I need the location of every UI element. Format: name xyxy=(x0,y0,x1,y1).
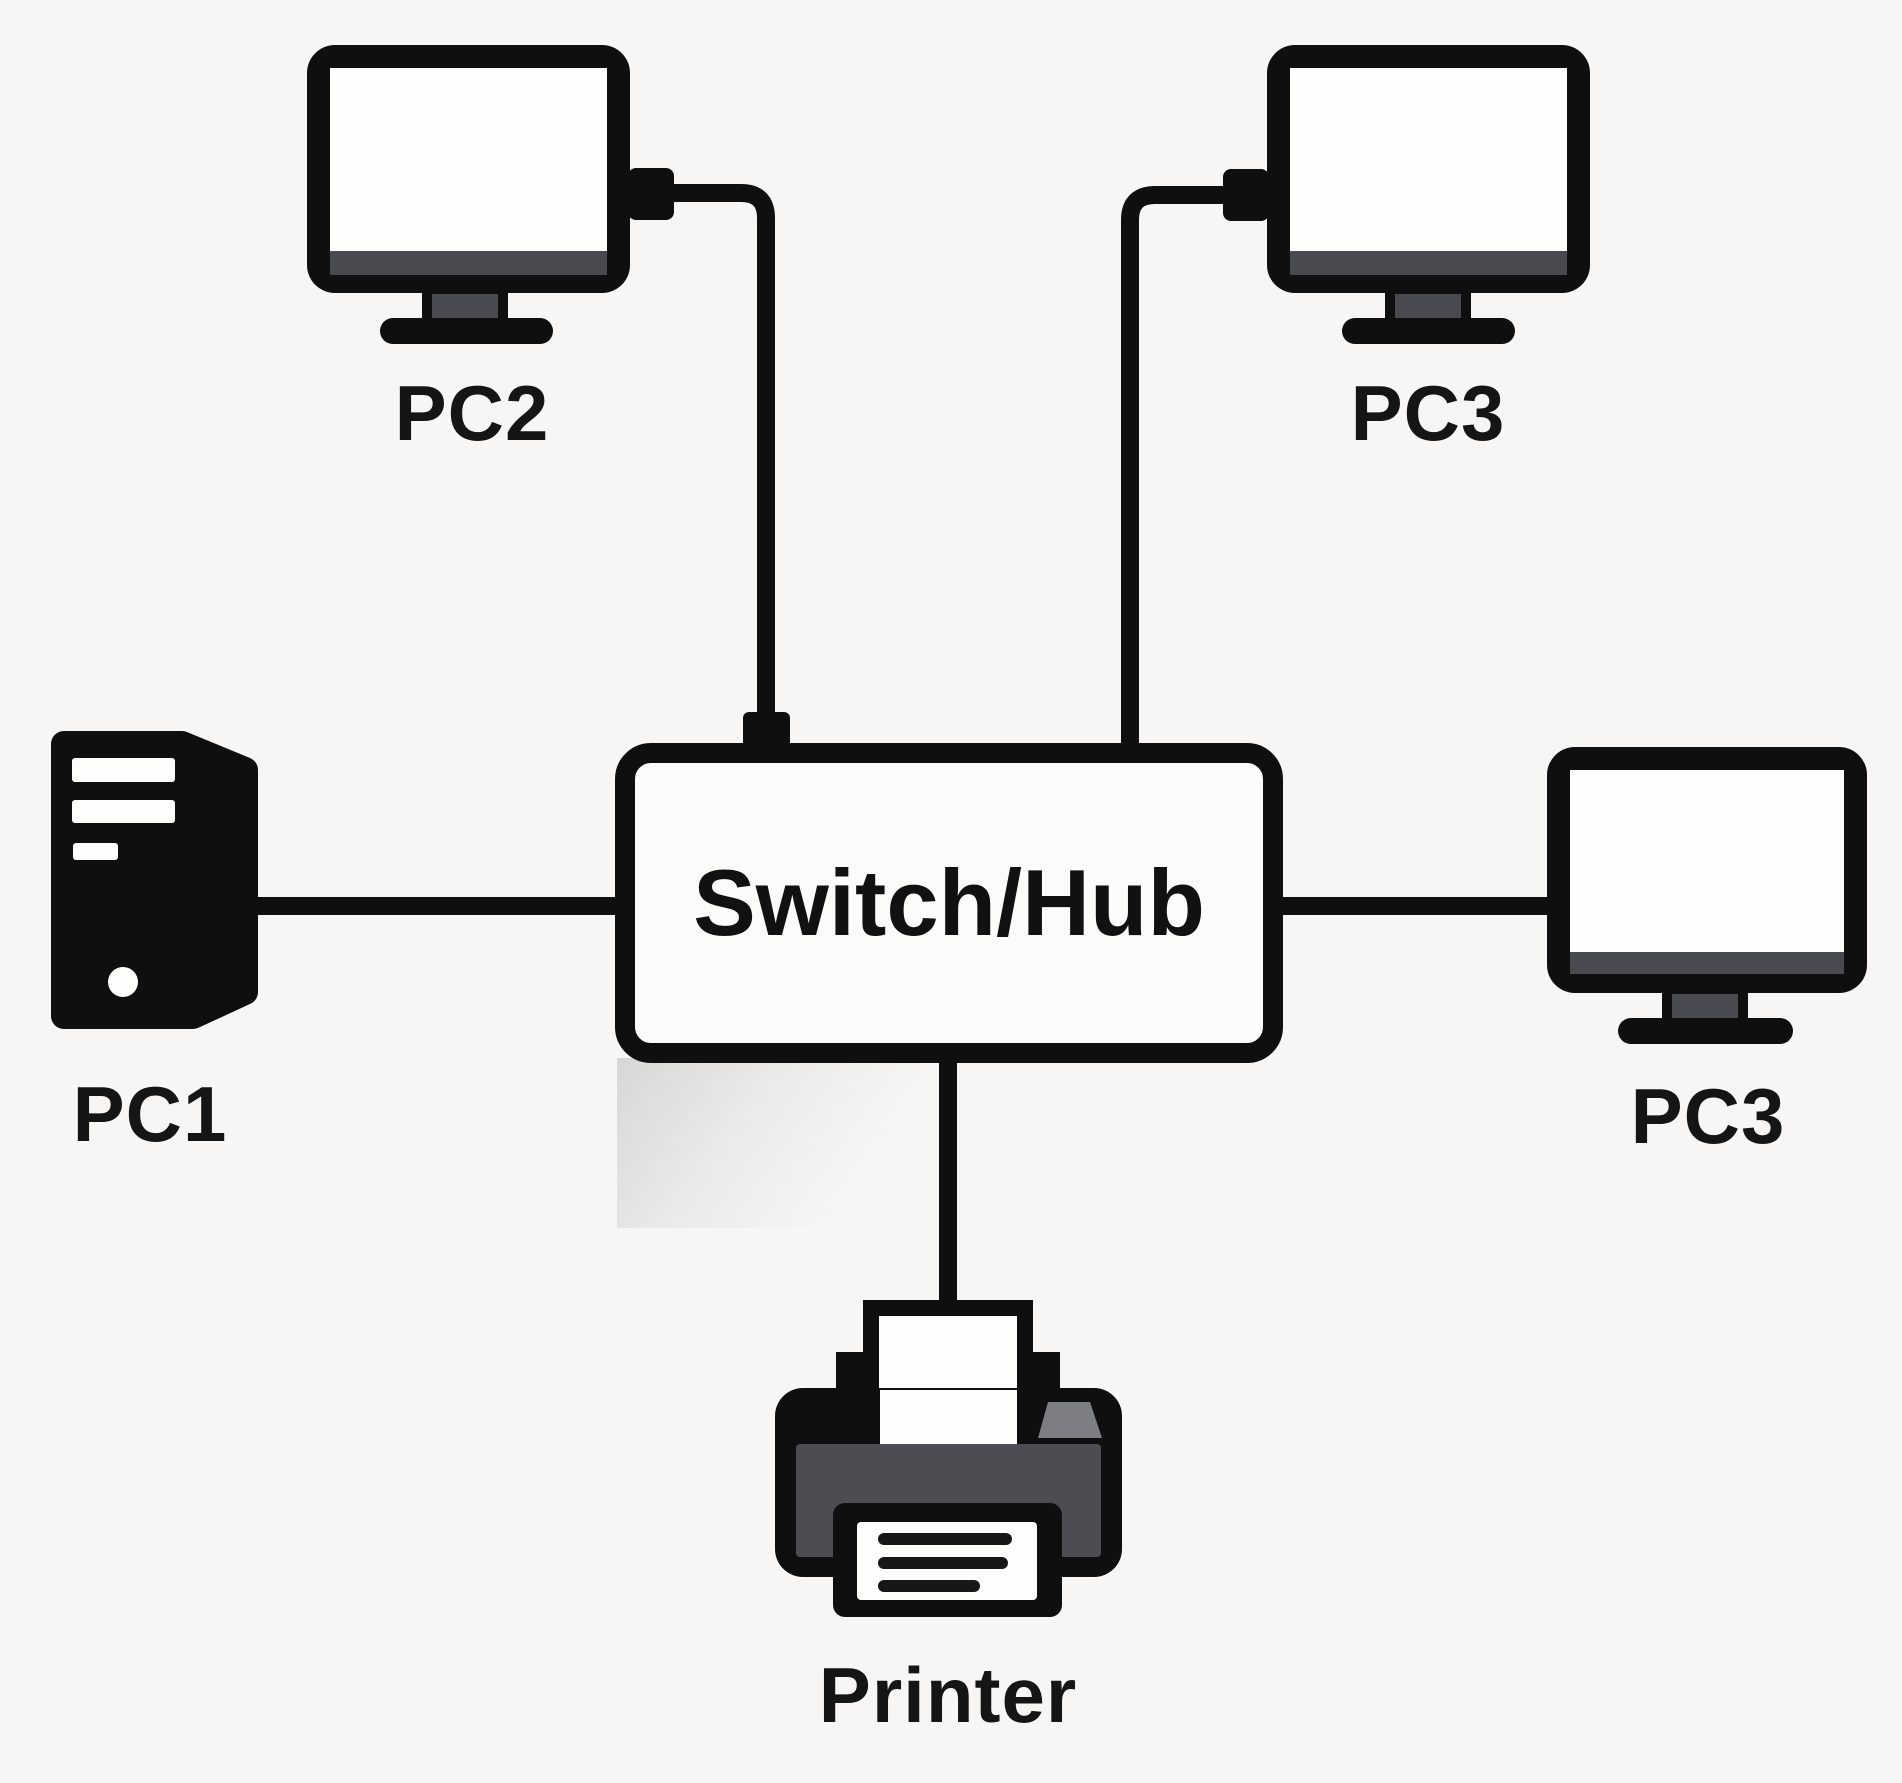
pc3-top-label: PC3 xyxy=(1350,369,1506,457)
pc3-top-desktop-icon xyxy=(1223,45,1590,344)
pc3-right-desktop-icon xyxy=(1547,747,1867,1044)
pc1-label: PC1 xyxy=(72,1070,228,1158)
switch-hub-body xyxy=(615,743,1283,1063)
printer-label: Printer xyxy=(818,1651,1078,1739)
cable-pc2-to-switch xyxy=(668,184,775,716)
pc2-label: PC2 xyxy=(394,369,550,457)
printer-text-line-3 xyxy=(878,1580,980,1592)
switch-hub-box xyxy=(615,712,1283,1063)
pc1-drive-slot-1 xyxy=(72,758,175,782)
pc3-top-stand-base xyxy=(1342,318,1515,344)
printer-icon xyxy=(775,1300,1122,1617)
pc3-top-monitor-screen xyxy=(1290,68,1567,251)
printer-paper-gap xyxy=(880,1390,1017,1448)
pc3-right-monitor-screen xyxy=(1570,770,1844,952)
pc1-tower-icon xyxy=(51,731,258,1029)
pc2-stand-neck xyxy=(422,284,508,328)
switch-hub-port-nub xyxy=(743,712,790,752)
pc2-monitor-bezel-bar xyxy=(330,251,607,275)
pc3-right-label: PC3 xyxy=(1630,1072,1786,1160)
cables xyxy=(256,184,1552,1308)
pc3-right-stand-neck xyxy=(1662,984,1748,1028)
cable-pc3-top-to-switch xyxy=(1121,186,1232,750)
printer-text-line-2 xyxy=(878,1557,1008,1569)
printer-corner-notch xyxy=(1038,1402,1102,1438)
printer-text-line-1 xyxy=(878,1533,1012,1545)
switch-box-shadow xyxy=(617,1058,1047,1228)
pc3-right-monitor-bezel-bar xyxy=(1570,952,1844,974)
pc2-stand-base xyxy=(380,318,553,344)
pc3-top-monitor-bezel-bar xyxy=(1290,251,1567,275)
pc3-right-stand-base xyxy=(1618,1018,1793,1044)
pc3-top-connector-nub xyxy=(1223,169,1269,221)
pc3-top-stand-neck xyxy=(1385,284,1471,328)
printer-side-tab-right xyxy=(1026,1352,1060,1392)
pc2-desktop-icon xyxy=(307,45,674,344)
pc2-connector-nub xyxy=(628,168,674,220)
pc2-monitor-screen xyxy=(330,68,607,251)
pc1-power-button xyxy=(108,967,138,997)
switch-hub-label: Switch/Hub xyxy=(693,850,1205,955)
pc1-tower-body xyxy=(51,731,258,1029)
pc1-drive-slot-2 xyxy=(72,800,175,823)
printer-side-tab-left xyxy=(836,1352,870,1392)
pc1-drive-slot-3 xyxy=(73,843,118,860)
switch-hub-label-wrap: Switch/Hub xyxy=(625,753,1273,1053)
